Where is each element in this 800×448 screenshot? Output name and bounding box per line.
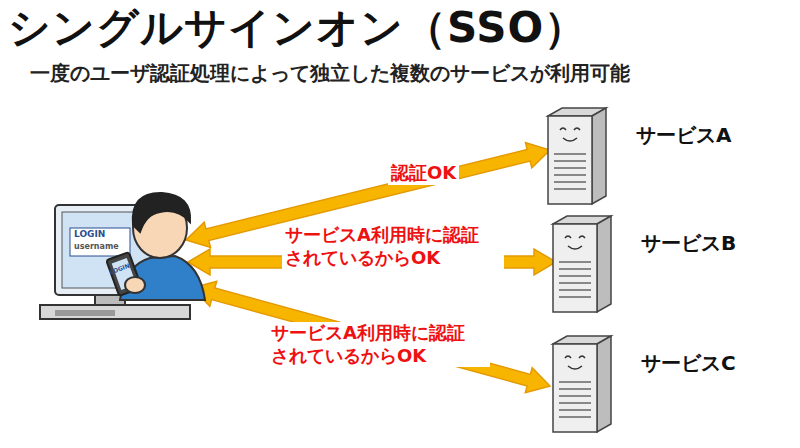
computer-user (40, 193, 205, 319)
server-front (553, 224, 597, 312)
arrow-group (186, 143, 556, 393)
server-face (565, 236, 585, 249)
title: シングルサインオン（SSO） (8, 0, 587, 56)
server-front (548, 116, 592, 204)
server-slot (559, 261, 591, 263)
arrow-label: サービスA利用時に認証 されているからOK (268, 322, 490, 367)
server-side (597, 216, 611, 312)
screen-text: LOGIN (74, 229, 105, 239)
server-node: サービスA (548, 108, 731, 206)
server-slot (554, 153, 586, 155)
server-slot (554, 181, 586, 183)
server-side (592, 108, 606, 204)
arrow-label: サービスA利用時に認証 されているからOK (282, 224, 504, 269)
screen-text: username (74, 242, 119, 251)
server-face (565, 356, 585, 369)
server-slot (559, 289, 591, 291)
server-side (597, 336, 611, 432)
server-slot (559, 388, 591, 390)
server-slot (554, 188, 586, 190)
server-slot (559, 296, 591, 298)
server-slot (554, 174, 586, 176)
server-slot (559, 275, 591, 277)
double-arrow (192, 281, 550, 392)
server-group (548, 108, 611, 432)
server-slot (559, 268, 591, 270)
server-slot (554, 167, 586, 169)
server-face (560, 128, 580, 141)
subtitle: 一度のユーザ認証処理によって独立した複数のサービスが利用可能 (30, 60, 630, 87)
server-front (553, 344, 597, 432)
server-slot (559, 282, 591, 284)
server-slot (559, 402, 591, 404)
server-label: サービスC (641, 350, 736, 377)
server-slot (559, 416, 591, 418)
server-node: サービスC (553, 336, 736, 434)
server-slot (554, 160, 586, 162)
server-slot (559, 395, 591, 397)
server-label: サービスA (636, 122, 731, 149)
server-node: サービスB (553, 216, 736, 314)
server-slot (559, 381, 591, 383)
arrow-label: 認証OK (388, 162, 459, 185)
server-slot (559, 409, 591, 411)
server-label: サービスB (641, 230, 736, 257)
